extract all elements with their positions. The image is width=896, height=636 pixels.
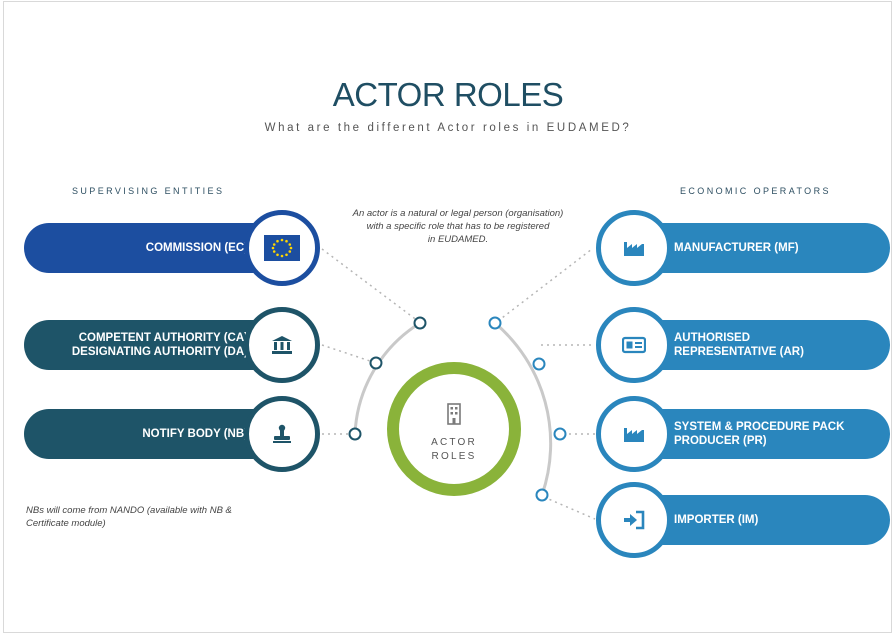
- page-title: ACTOR ROLES: [332, 76, 564, 113]
- definition-line: in EUDAMED.: [427, 234, 489, 245]
- center-label-line: ACTOR: [431, 437, 477, 448]
- factory-icon: [596, 396, 672, 472]
- eu-flag-icon: [244, 210, 320, 286]
- role-label: COMPETENT AUTHORITY (CA): [78, 332, 248, 344]
- diagram-frame: [3, 1, 892, 633]
- connector-node: [553, 427, 567, 441]
- role-label: NOTIFY BODY (NB): [142, 428, 248, 440]
- role-competent-designating-authority: COMPETENT AUTHORITY (CA) DESIGNATING AUT…: [24, 320, 286, 370]
- dotted-connector: [321, 248, 419, 322]
- connector-node: [532, 357, 546, 371]
- role-label: PRODUCER (PR): [674, 435, 767, 447]
- page-subtitle: What are the different Actor roles in EU…: [264, 122, 632, 134]
- definition-line: An actor is a natural or legal person (o…: [352, 208, 564, 219]
- definition-line: with a specific role that has to be regi…: [366, 221, 550, 232]
- dotted-connector: [497, 248, 593, 322]
- center-label-line: ROLES: [431, 451, 477, 462]
- dotted-connector: [321, 344, 374, 363]
- role-notify-body: NOTIFY BODY (NB): [24, 409, 286, 459]
- government-building-icon: [244, 307, 320, 383]
- role-label: MANUFACTURER (MF): [674, 242, 799, 254]
- role-importer: IMPORTER (IM): [636, 495, 890, 545]
- role-system-procedure-pack-producer: SYSTEM & PROCEDURE PACK PRODUCER (PR): [636, 409, 890, 459]
- role-label: REPRESENTATIVE (AR): [674, 346, 804, 358]
- factory-icon: [596, 210, 672, 286]
- economic-operators-heading: ECONOMIC OPERATORS: [680, 186, 831, 196]
- connector-node: [348, 427, 362, 441]
- import-icon: [596, 482, 672, 558]
- connector-node: [488, 316, 502, 330]
- connector-node: [369, 356, 383, 370]
- footnote-line: Certificate module): [26, 518, 106, 529]
- role-manufacturer: MANUFACTURER (MF): [636, 223, 890, 273]
- id-card-icon: [596, 307, 672, 383]
- connector-node: [535, 488, 549, 502]
- actor-roles-hub: [387, 362, 521, 496]
- role-authorised-representative: AUTHORISED REPRESENTATIVE (AR): [636, 320, 890, 370]
- role-label: SYSTEM & PROCEDURE PACK: [674, 421, 845, 433]
- connector-node: [413, 316, 427, 330]
- left-arc: [353, 321, 421, 435]
- role-label: DESIGNATING AUTHORITY (DA): [71, 346, 248, 358]
- role-label: AUTHORISED: [674, 332, 751, 344]
- right-arc: [494, 321, 553, 496]
- role-label: COMMISSION (EC): [145, 242, 248, 254]
- dotted-connector: [543, 496, 596, 520]
- actor-definition: An actor is a natural or legal person (o…: [318, 207, 598, 246]
- role-label: IMPORTER (IM): [674, 514, 759, 526]
- footnote: NBs will come from NANDO (available with…: [26, 504, 326, 530]
- center-label: ACTOR ROLES: [387, 436, 521, 464]
- footnote-line: NBs will come from NANDO (available with…: [26, 505, 232, 516]
- building-icon: [447, 403, 461, 425]
- supervising-entities-heading: SUPERVISING ENTITIES: [72, 186, 225, 196]
- stamp-icon: [244, 396, 320, 472]
- role-commission: COMMISSION (EC): [24, 223, 286, 273]
